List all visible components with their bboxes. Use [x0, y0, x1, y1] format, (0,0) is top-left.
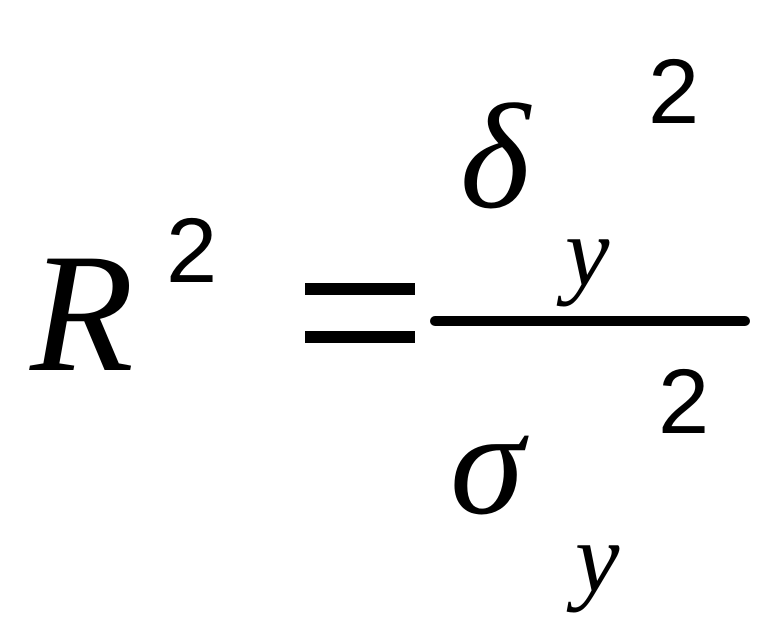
denominator-exponent: 2 — [658, 351, 710, 453]
lhs-variable: R — [30, 219, 134, 407]
equals-sign — [305, 283, 415, 343]
numerator-symbol: δ — [460, 74, 530, 240]
denominator-subscript: y — [575, 502, 620, 613]
lhs-exponent: 2 — [166, 200, 218, 302]
equals-top-bar — [305, 283, 415, 295]
numerator-subscript: y — [565, 196, 610, 307]
denominator-symbol: σ — [450, 380, 524, 546]
fraction-bar — [430, 316, 750, 326]
equals-bottom-bar — [305, 331, 415, 343]
numerator-exponent: 2 — [648, 41, 700, 143]
